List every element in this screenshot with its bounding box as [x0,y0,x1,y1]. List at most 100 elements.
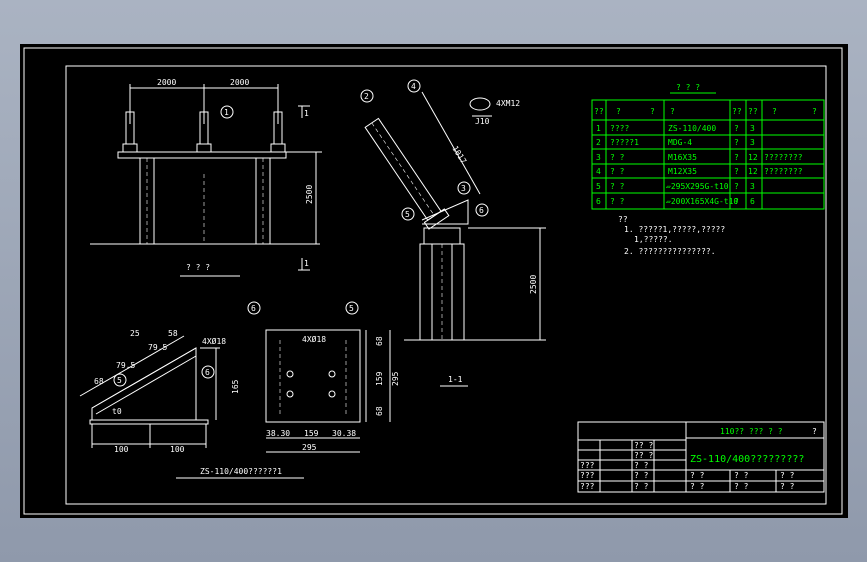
plate-view: 6 5 4XØ18 68 159 68 295 38.30 159 30.38 … [247,301,400,453]
row1-code: ???? [610,124,629,133]
tb-cell: ?? ? [634,451,653,460]
table-header-spec: ? [670,107,675,116]
tb-cell: ? [812,427,817,436]
plate-hole-1 [286,370,294,378]
bracket-plate-mark: t0 [112,407,122,416]
bracket-dim-d: 79.5 [148,343,167,352]
row3-qty: 12 [748,153,758,162]
bracket-hole-note: 4XØ18 [202,336,226,346]
row4-spec: M12X35 [668,167,697,176]
plate-dim-w2: 159 [304,429,319,438]
title-block-header: 110?? ??? ? ? [720,427,783,436]
row1-no: 1 [596,124,601,133]
bracket-balloon-6: 6 [205,368,210,377]
row6-qty: 6 [750,197,755,206]
row6-unit: ? [734,197,739,206]
tb-cell: ? ? [634,471,649,480]
tb-cell: ? ? [780,482,795,491]
plate-dim-top: 68 [375,336,384,346]
row3-spec: M16X35 [668,153,697,162]
row4-material: ???????? [764,167,803,176]
table-row: 3 ? ? M16X35 ? 12 ???????? [596,153,803,162]
row2-qty: 3 [750,138,755,147]
bracket-dim-b: 58 [168,329,178,338]
title-block: 110?? ??? ? ? ZS-110/400????????? ?? ? ?… [577,421,825,493]
row3-code: ? ? [610,153,625,162]
plate-balloon-5: 5 [349,304,354,313]
table-header-material: ? [772,107,777,116]
section-mark-bottom: 1 [304,259,309,268]
section-view: 2 4 1017 4XM12 J10 3 5 6 2500 1-1 [360,79,546,387]
row4-code: ? ? [610,167,625,176]
tb-cell: ? ? [690,471,705,480]
section-length-dim: 1017 [450,144,468,165]
table-header-name: ? [650,107,655,116]
table-title: ? ? ? [676,83,700,92]
bracket-balloon-5: 5 [117,376,122,385]
bracket-dim-e: 68 [94,377,104,386]
row5-qty: 3 [750,182,755,191]
tb-cell: ??? [580,461,595,470]
notes-line-1b: 1,?????. [634,235,673,244]
tb-cell: ? ? [780,471,795,480]
row2-code: ?????1 [610,138,639,147]
table-header-code: ? [616,107,621,116]
plate-hole-3 [286,390,294,398]
plate-dim-width: 295 [302,443,317,452]
section-balloon-3: 3 [461,184,466,193]
tb-cell: ? ? [634,482,649,491]
table-header-qty: ?? [748,107,758,116]
bracket-dim-right: 100 [170,445,185,454]
plate-dim-total: 295 [391,371,400,386]
section-view-caption: 1-1 [448,375,463,384]
cad-drawing-sheet[interactable]: 2000 2000 2500 1 1 1 ? ? ? [20,44,848,518]
row4-no: 4 [596,167,601,176]
plate-dim-bot: 68 [375,406,384,416]
table-header-remark: ? [812,107,817,116]
bracket-dim-c: 79.5 [116,361,135,370]
front-crossbeam [117,151,287,159]
row1-spec: ZS-110/400 [668,124,716,133]
tb-cell: ?? ? [634,441,653,450]
tb-cell: ? ? [690,482,705,491]
front-view-caption: ? ? ? [186,263,210,272]
section-balloon-4: 4 [411,82,416,91]
sheet-inner-border [65,65,827,505]
row2-spec: MDG-4 [668,138,692,147]
table-header-unit: ?? [732,107,742,116]
row5-no: 5 [596,182,601,191]
bolt-sub: J10 [475,117,490,126]
title-block-name: ZS-110/400????????? [690,454,804,465]
row4-qty: 12 [748,167,758,176]
row5-spec: ▱295X295G-t10 [666,182,729,191]
front-dim-right: 2000 [230,78,249,87]
bracket-dim-left: 100 [114,445,129,454]
tb-cell: ? ? [734,482,749,491]
section-balloon-5: 5 [405,210,410,219]
section-mark-top: 1 [304,109,309,118]
row5-unit: ? [734,182,739,191]
front-balloon-1: 1 [224,108,229,117]
notes-line-1: 1. ?????1,?????,????? [624,225,725,234]
plate-dim-w1: 38.30 [266,429,290,438]
row4-unit: ? [734,167,739,176]
front-height-dim: 2500 [305,185,314,204]
plate-dim-w3: 30.38 [332,429,356,438]
front-view: 2000 2000 2500 1 1 1 ? ? ? [90,78,322,277]
base-plate [265,329,361,423]
row2-no: 2 [596,138,601,147]
notes: ?? 1. ?????1,?????,????? 1,?????. 2. ???… [618,215,725,256]
notes-line-2: 2. ???????????????. [624,247,716,256]
table-header-no: ?? [594,107,604,116]
row5-code: ? ? [610,182,625,191]
row3-unit: ? [734,153,739,162]
tb-cell: ??? [580,482,595,491]
bracket-view-caption: ZS-110/400??????1 [200,467,282,476]
tb-cell: ? ? [634,461,649,470]
front-dim-left: 2000 [157,78,176,87]
parts-table: ? ? ? ?? ? ? ? ?? ?? ? ? 1 ???? ZS-110/4… [591,83,825,210]
tb-cell: ? ? [734,471,749,480]
section-balloon-2: 2 [364,92,369,101]
plate-hole-2 [328,370,336,378]
bolt-note: 4XM12 [496,99,520,108]
